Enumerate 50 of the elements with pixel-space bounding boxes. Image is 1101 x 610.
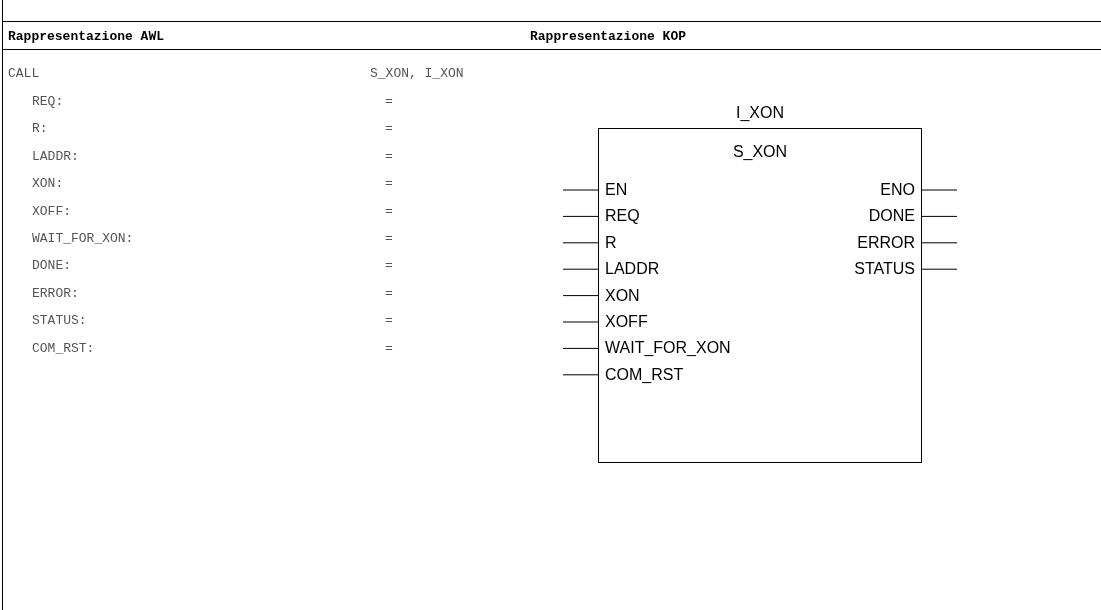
pin-line: [562, 215, 600, 217]
instance-name: I_XON: [735, 104, 785, 122]
code-text: LADDR:: [32, 148, 79, 164]
pin-line: [562, 374, 600, 376]
code-text: =: [385, 94, 393, 109]
code-text: STATUS:: [32, 313, 87, 329]
code-text: S_XON, I_XON: [370, 66, 464, 81]
pin-label: EN: [599, 179, 628, 201]
code-text: =: [385, 203, 393, 219]
code-text: =: [385, 148, 393, 164]
pin-line: [920, 242, 958, 244]
pin-label: R: [599, 231, 617, 254]
code-text: =: [385, 313, 393, 329]
pin-label: STATUS: [854, 258, 921, 281]
pin-line: [920, 189, 958, 191]
code-text: =: [385, 285, 393, 301]
pin-label: XOFF: [599, 311, 648, 333]
pin-label: LADDR: [599, 258, 660, 281]
pin-line: [920, 215, 958, 217]
code-text: =: [385, 176, 393, 192]
code-text: ERROR:: [32, 285, 79, 301]
code-text: COM_RST:: [32, 340, 95, 356]
code-text: =: [385, 340, 393, 356]
pin-label: REQ: [599, 205, 640, 228]
pin-label: DONE: [868, 205, 921, 228]
pin-line: [562, 295, 600, 297]
column-header: Rappresentazione AWL: [8, 29, 165, 44]
pin-label: ENO: [880, 179, 921, 201]
pin-line: [562, 268, 600, 270]
pin-line: [562, 242, 600, 244]
pin-line: [562, 347, 600, 349]
code-text: DONE:: [32, 258, 71, 274]
block-name: S_XON: [731, 143, 789, 161]
code-text: R:: [32, 121, 48, 137]
column-header: Rappresentazione KOP: [530, 29, 687, 44]
code-text: CALL: [8, 66, 40, 81]
code-text: XOFF:: [32, 203, 71, 219]
code-text: WAIT_FOR_XON:: [32, 231, 134, 246]
code-text: =: [385, 231, 393, 246]
code-text: REQ:: [32, 94, 64, 109]
code-text: XON:: [32, 176, 64, 192]
pin-line: [562, 189, 600, 191]
pin-label: ERROR: [857, 231, 921, 254]
pin-label: WAIT_FOR_XON: [599, 337, 731, 360]
pin-label: COM_RST: [599, 363, 684, 386]
pin-line: [562, 321, 600, 323]
pin-line: [920, 268, 958, 270]
pin-label: XON: [599, 284, 640, 307]
code-text: =: [385, 258, 393, 274]
code-text: =: [385, 121, 393, 137]
